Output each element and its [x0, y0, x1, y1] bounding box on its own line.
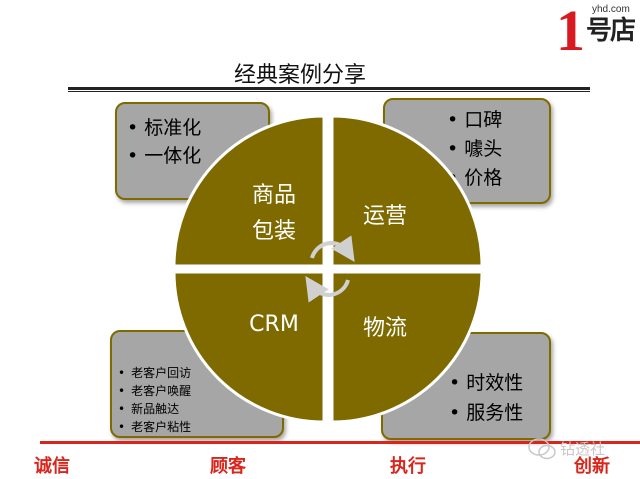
quadrant-label-top-left: 商品 包装	[234, 178, 314, 250]
bullet-item: 老客户唤醒	[118, 382, 191, 400]
bottom-rule	[40, 441, 640, 444]
bullet-item: 老客户粘性	[118, 418, 191, 436]
watermark-text: 钻透社	[560, 440, 606, 458]
bullet-item: 老客户回访	[118, 364, 191, 382]
logo-domain: yhd.com	[592, 4, 630, 15]
bullet-item: 标准化	[127, 114, 201, 142]
wechat-icon	[528, 438, 556, 460]
bullet-item: 价格	[447, 164, 502, 193]
refresh-cycle-icon	[305, 235, 355, 303]
quadrant-bottom-left	[172, 270, 326, 424]
title-rule	[68, 87, 590, 90]
bullet-item: 时效性	[449, 368, 523, 398]
quadrant-label-bottom-left: CRM	[249, 312, 299, 337]
bullet-item: 新品触达	[118, 400, 191, 418]
quadrant-text: 包装	[251, 219, 296, 244]
logo-text: 号店	[586, 16, 636, 46]
title-rule-thin	[68, 91, 590, 92]
logo-number: 1	[556, 0, 585, 63]
value-customer: 顾客	[210, 456, 246, 477]
quadrant-text: 商品	[251, 183, 296, 208]
value-innovation: 创新	[574, 456, 610, 477]
value-integrity: 诚信	[34, 456, 70, 477]
quadrant-bottom-right	[330, 270, 484, 424]
quadrant-label-top-right: 运营	[362, 204, 407, 229]
value-execution: 执行	[390, 456, 426, 477]
bullet-item: 噱头	[447, 135, 502, 164]
bullet-item: 一体化	[127, 142, 201, 170]
page-title: 经典案例分享	[233, 63, 366, 88]
quadrant-top-left	[172, 114, 326, 268]
bullet-item: 服务性	[449, 398, 523, 428]
quadrant-top-right	[330, 114, 484, 268]
bullet-item: 口碑	[447, 106, 502, 135]
quadrant-label-bottom-right: 物流	[362, 316, 407, 341]
